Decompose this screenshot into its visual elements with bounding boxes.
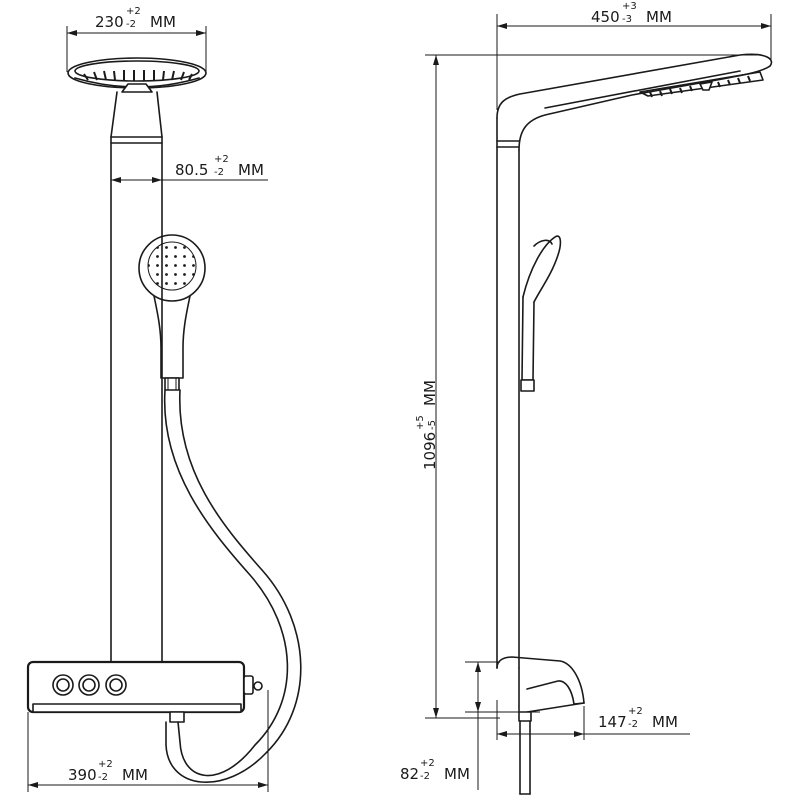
arm-reach-tol-minus: -3 [622,14,632,25]
pipe-width-value: 80.5 [175,161,208,179]
dim-arm-reach [496,14,772,110]
spout-reach-tol-plus: +2 [628,706,643,717]
label-arm-reach: 450 +3 -3 MM [591,1,672,26]
total-height-unit: MM [421,380,439,406]
side-hand-shower [520,235,562,392]
dimension-lines [27,14,772,792]
front-hand-shower [138,234,206,391]
front-hose [163,389,302,784]
label-shelf-width: 390 +2 -2 MM [68,759,148,784]
total-height-value: 1096 [421,432,439,470]
spout-reach-unit: MM [652,713,678,731]
front-view [26,57,302,784]
pipe-width-unit: MM [238,161,264,179]
pipe-width-tol-plus: +2 [214,154,229,165]
shelf-width-value: 390 [68,766,97,784]
dim-spout-reach [496,700,690,740]
total-height-tol-minus: -5 [427,420,438,430]
shelf-height-unit: MM [444,765,470,783]
shelf-width-tol-minus: -2 [98,772,108,783]
dimension-labels: 230 +2 -2 MM 80.5 +2 -2 MM 390 +2 -2 MM … [68,1,678,784]
side-view [496,53,773,795]
front-riser-pipe [110,136,163,663]
shelf-height-value: 82 [400,765,419,783]
label-head-width: 230 +2 -2 MM [95,6,176,31]
dim-head-width [66,26,207,72]
shelf-height-tol-plus: +2 [420,758,435,769]
front-overhead-shower [67,57,207,138]
shelf-width-unit: MM [122,766,148,784]
arm-reach-value: 450 [591,8,620,26]
side-overhead-arm [496,53,773,151]
head-width-value: 230 [95,13,124,31]
spout-reach-tol-minus: -2 [628,719,638,730]
arm-reach-tol-plus: +3 [622,1,637,12]
label-shelf-height: 82 +2 -2 MM [400,758,470,783]
front-shelf-control [26,660,263,723]
dim-shelf-height [465,661,540,790]
head-width-unit: MM [150,13,176,31]
head-width-tol-plus: +2 [126,6,141,17]
dim-shelf-width [27,690,269,792]
label-pipe-width: 80.5 +2 -2 MM [175,154,264,179]
spout-reach-value: 147 [598,713,627,731]
total-height-tol-plus: +5 [415,415,426,430]
arm-reach-unit: MM [646,8,672,26]
dim-pipe-width [111,177,268,183]
side-spout [496,656,585,795]
shelf-height-tol-minus: -2 [420,771,430,782]
pipe-width-tol-minus: -2 [214,167,224,178]
head-width-tol-minus: -2 [126,19,136,30]
side-riser-pipe [496,117,520,669]
dim-total-height [425,54,760,719]
shelf-width-tol-plus: +2 [98,759,113,770]
label-total-height: 1096 +5 -5 MM [415,380,439,470]
label-spout-reach: 147 +2 -2 MM [598,706,678,731]
